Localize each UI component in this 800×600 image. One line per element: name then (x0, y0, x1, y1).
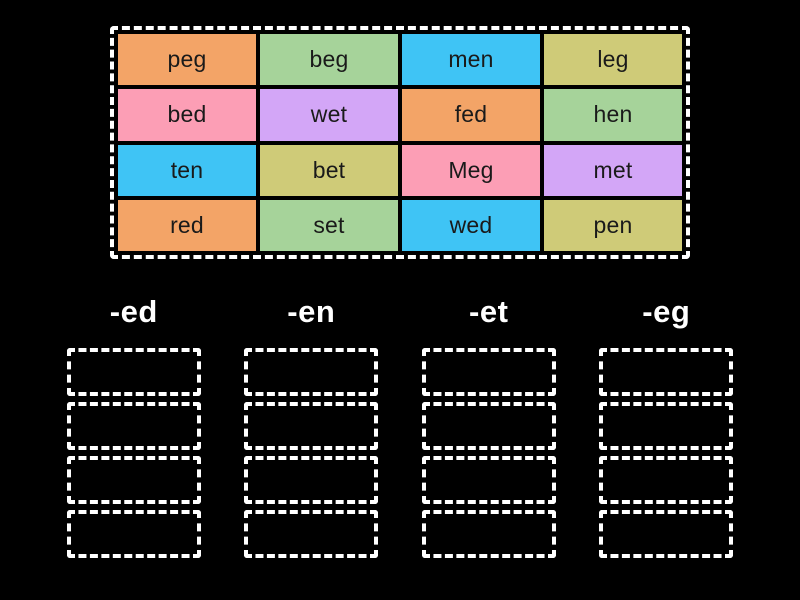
drop-slot-eg-2[interactable] (599, 402, 734, 450)
drop-column-en (223, 348, 401, 566)
drop-slot-en-2[interactable] (244, 402, 379, 450)
drop-slot-et-2[interactable] (421, 402, 556, 450)
drop-slot-et-3[interactable] (421, 456, 556, 504)
drop-slot-ed-3[interactable] (66, 456, 201, 504)
drop-slot-ed-1[interactable] (66, 348, 201, 396)
word-tile-fed[interactable]: fed (402, 89, 540, 141)
word-tile-pen[interactable]: pen (544, 199, 682, 251)
drop-slot-et-1[interactable] (421, 348, 556, 396)
word-tile-leg[interactable]: leg (544, 34, 682, 86)
word-tile-hen[interactable]: hen (544, 89, 682, 141)
drop-slot-et-4[interactable] (421, 510, 556, 558)
drop-slot-en-3[interactable] (244, 456, 379, 504)
word-tile-wed[interactable]: wed (402, 199, 540, 251)
drop-column-ed (45, 348, 223, 566)
word-tile-bet[interactable]: bet (260, 144, 398, 196)
category-header-row: -ed -en -et -eg (45, 294, 755, 330)
word-tile-wet[interactable]: wet (260, 89, 398, 141)
drop-zone-area (45, 348, 755, 566)
drop-slot-eg-1[interactable] (599, 348, 734, 396)
word-tile-meg[interactable]: Meg (402, 144, 540, 196)
drop-column-et (400, 348, 578, 566)
category-header-en: -en (287, 294, 336, 329)
word-tile-men[interactable]: men (402, 34, 540, 86)
word-tile-peg[interactable]: peg (118, 34, 256, 86)
word-tile-met[interactable]: met (544, 144, 682, 196)
category-header-ed: -ed (109, 294, 158, 329)
category-header-eg: -eg (642, 294, 691, 329)
word-tile-bed[interactable]: bed (118, 89, 256, 141)
drop-slot-en-4[interactable] (244, 510, 379, 558)
drop-slot-ed-4[interactable] (66, 510, 201, 558)
word-tile-ten[interactable]: ten (118, 144, 256, 196)
drop-slot-eg-4[interactable] (599, 510, 734, 558)
drop-slot-ed-2[interactable] (66, 402, 201, 450)
drop-column-eg (578, 348, 756, 566)
word-tile-set[interactable]: set (260, 199, 398, 251)
drop-slot-en-1[interactable] (244, 348, 379, 396)
category-header-et: -et (469, 294, 509, 329)
word-tile-beg[interactable]: beg (260, 34, 398, 86)
word-tile-red[interactable]: red (118, 199, 256, 251)
drop-slot-eg-3[interactable] (599, 456, 734, 504)
